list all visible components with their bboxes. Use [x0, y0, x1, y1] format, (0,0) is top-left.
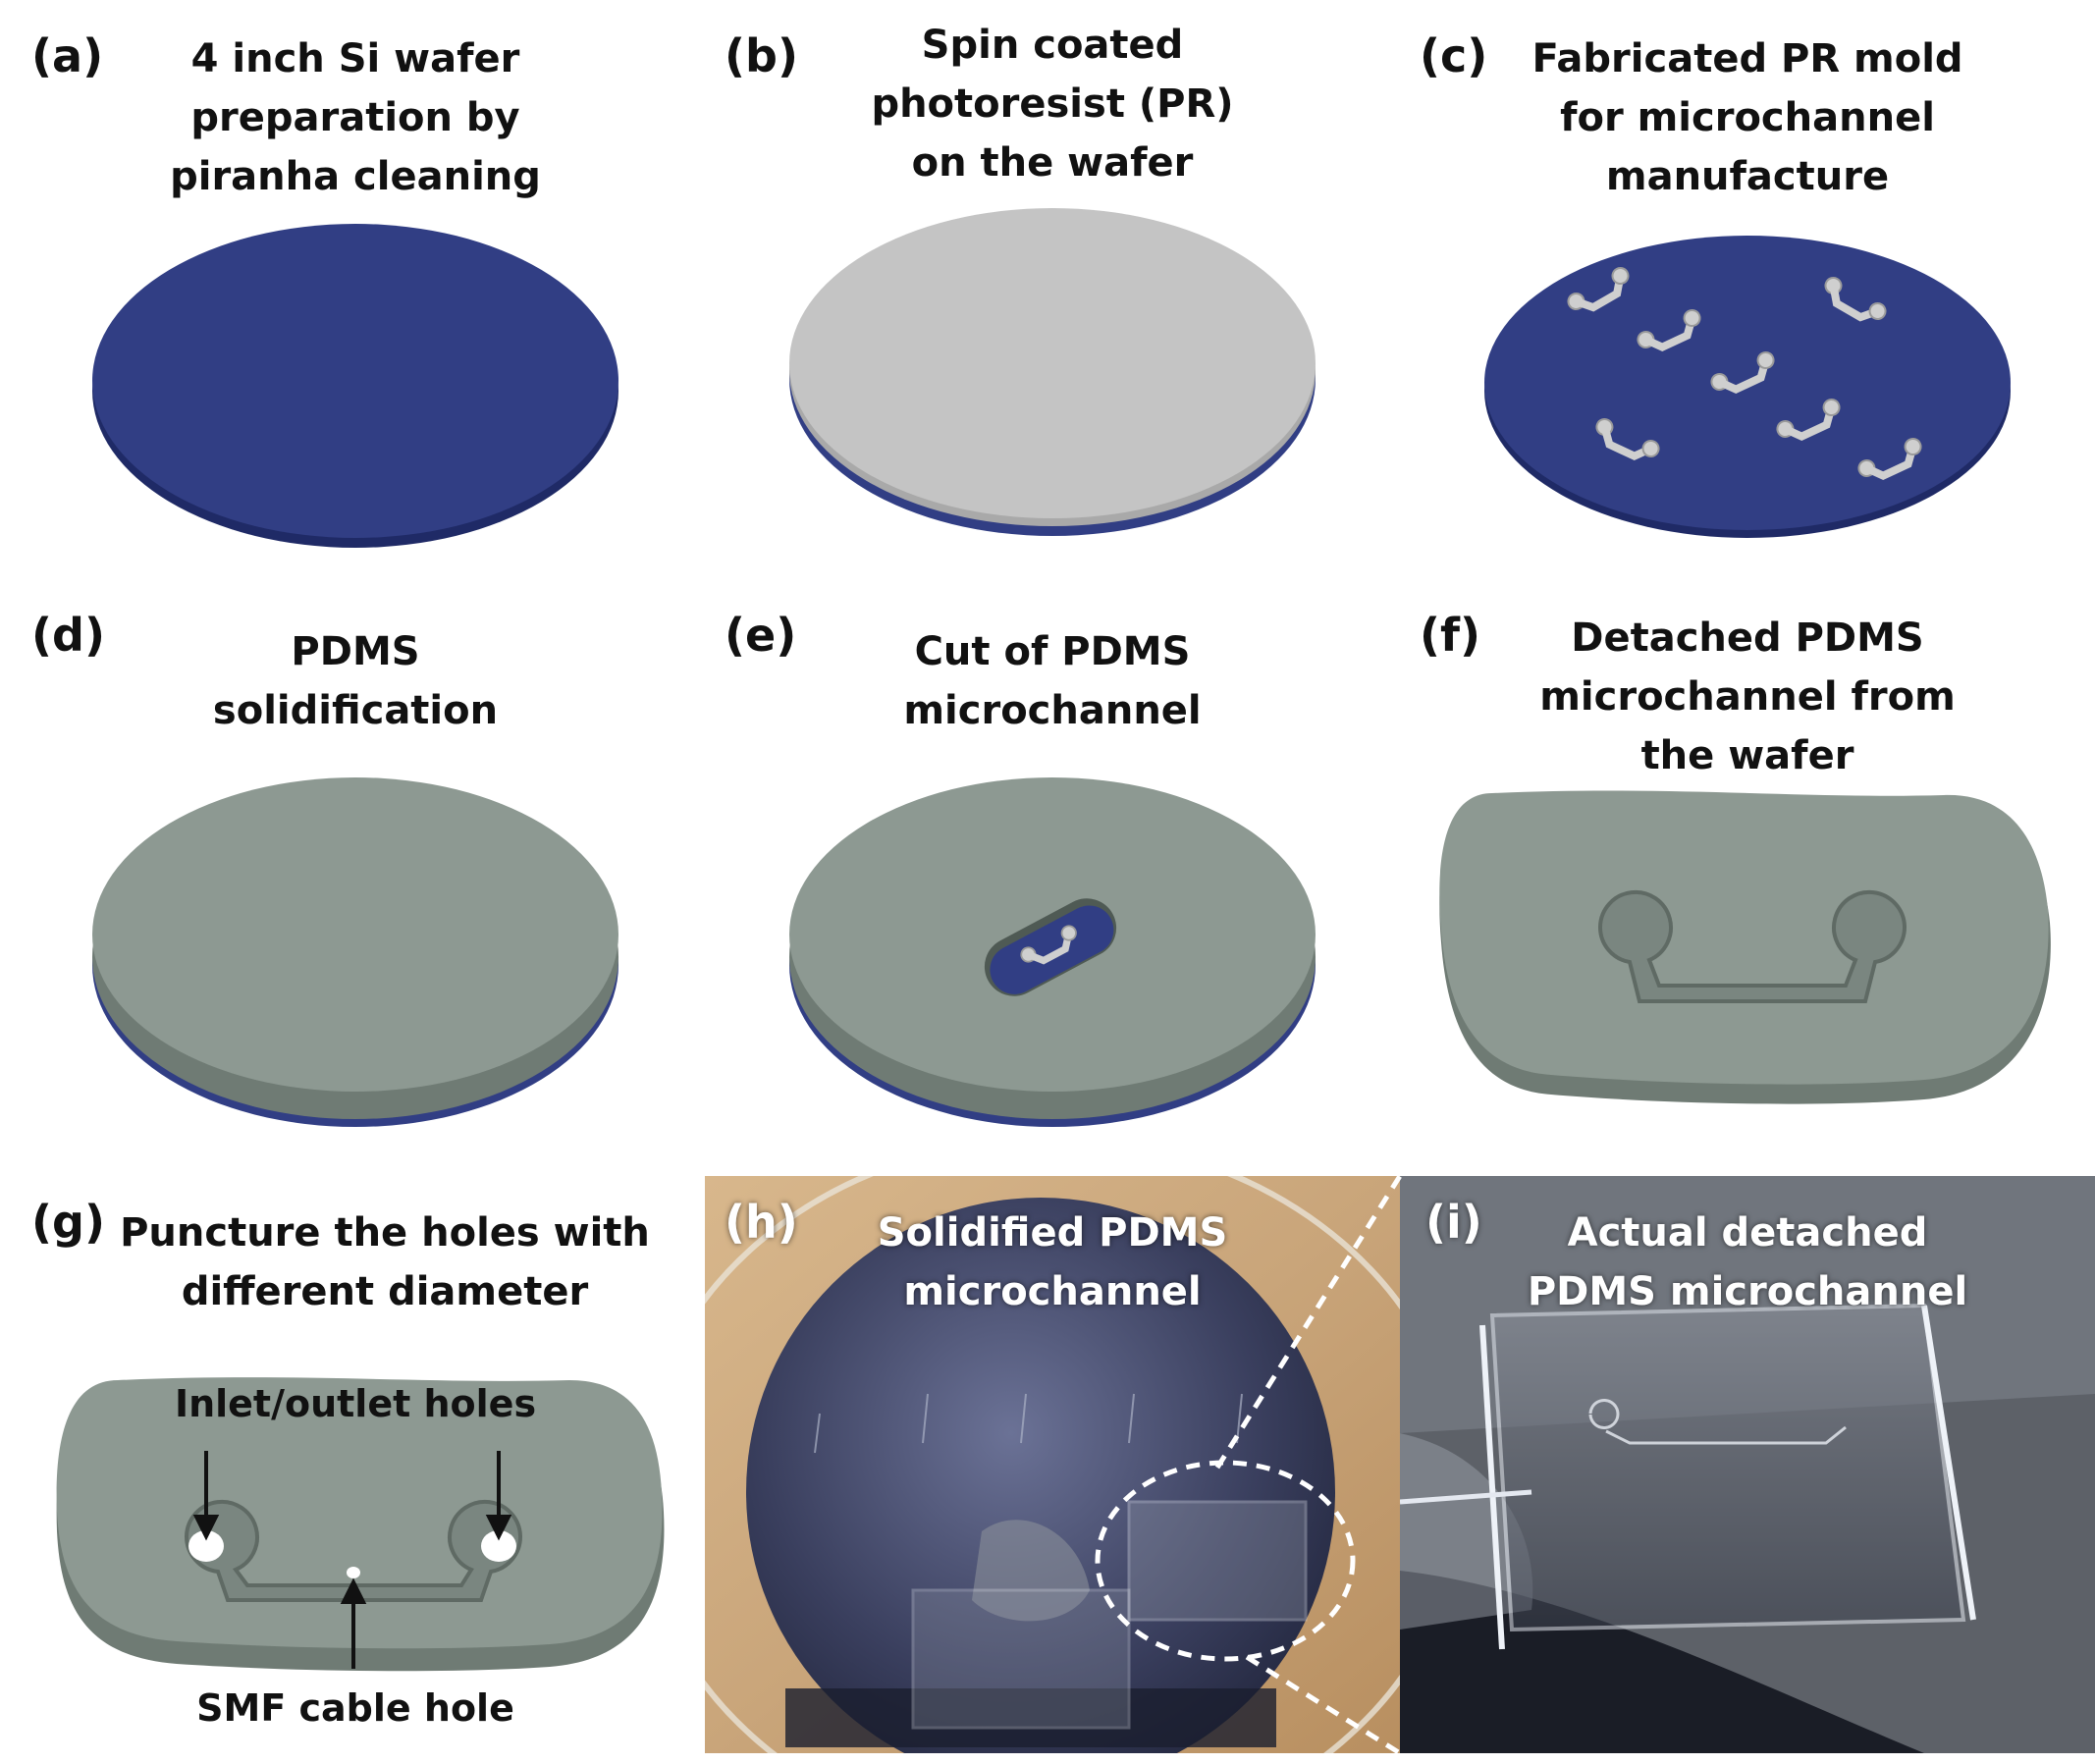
pdms-d — [92, 777, 618, 1127]
pdms-g — [56, 1377, 665, 1672]
panel-label-b: (b) — [725, 29, 798, 82]
panel-label-d: (d) — [31, 609, 105, 662]
panel-label-g: (g) — [31, 1196, 105, 1249]
outlet-hole — [481, 1530, 516, 1562]
panel-label-a: (a) — [31, 29, 104, 82]
panel-label-i: (i) — [1425, 1196, 1482, 1249]
pdms-f — [1439, 790, 2051, 1104]
smf-hole — [347, 1567, 360, 1578]
panel-label-h: (h) — [725, 1196, 798, 1249]
smf-cable-label: SMF cable hole — [196, 1686, 514, 1730]
wafer-c — [1484, 236, 2011, 538]
panel-label-e: (e) — [725, 609, 797, 662]
zoom-lines — [1214, 1174, 1403, 1756]
highlight-circle — [1095, 1460, 1356, 1662]
wafer-a — [92, 224, 618, 548]
photo-i — [1400, 1176, 2095, 1753]
photo-h — [705, 1176, 1400, 1753]
pdms-e — [789, 777, 1316, 1127]
inlet-outlet-label: Inlet/outlet holes — [174, 1382, 537, 1425]
panel-label-f: (f) — [1420, 609, 1481, 662]
wafer-b — [789, 208, 1316, 536]
panel-label-c: (c) — [1420, 29, 1488, 82]
inlet-hole — [188, 1530, 224, 1562]
